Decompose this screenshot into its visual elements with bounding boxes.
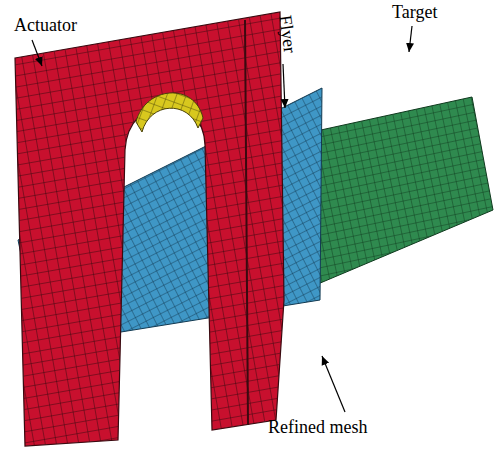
callout-label: Refined mesh xyxy=(268,418,367,438)
part-label: Target xyxy=(392,3,437,23)
part-label: Actuator xyxy=(14,16,77,36)
part-label: Flyer xyxy=(274,14,299,54)
